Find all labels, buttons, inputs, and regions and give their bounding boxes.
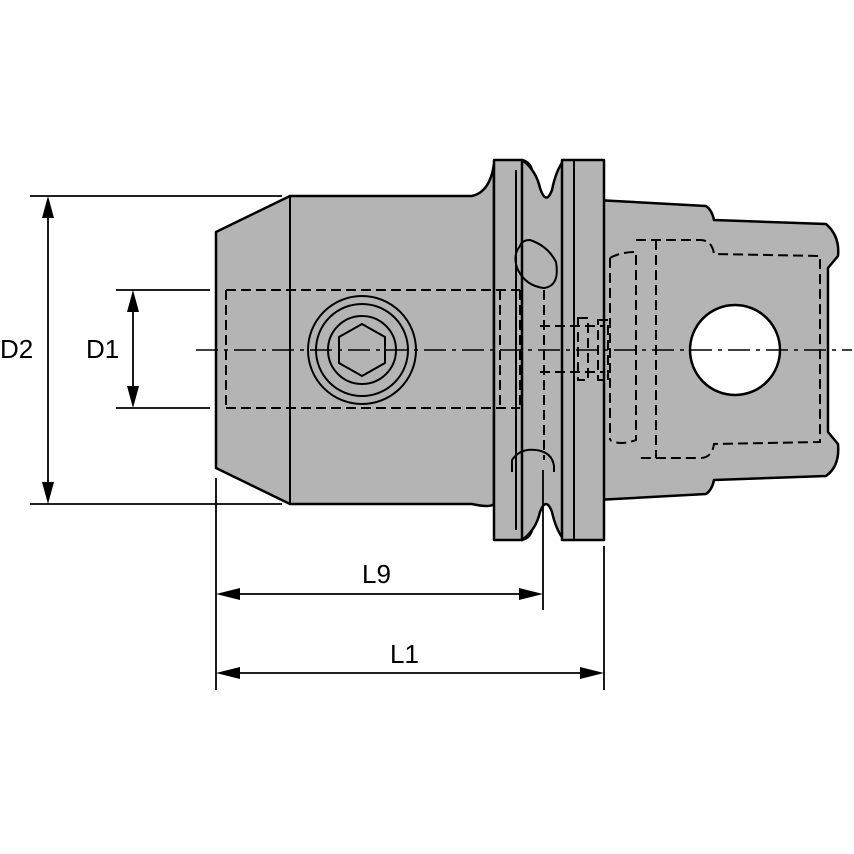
drive-slot-top	[514, 238, 558, 290]
extension-lines	[30, 195, 605, 690]
d1-label: D1	[86, 334, 119, 364]
l9-label: L9	[362, 559, 391, 589]
d2-label: D2	[0, 334, 33, 364]
l1-label: L1	[390, 639, 419, 669]
drive-slot-bottom	[511, 448, 555, 472]
l9-dimension: L9	[216, 559, 543, 600]
l1-dimension: L1	[216, 639, 604, 679]
d1-dimension: D1	[86, 290, 139, 408]
d2-dimension: D2	[0, 196, 54, 504]
hex-socket-icon	[338, 322, 386, 378]
front-nose	[214, 162, 496, 508]
